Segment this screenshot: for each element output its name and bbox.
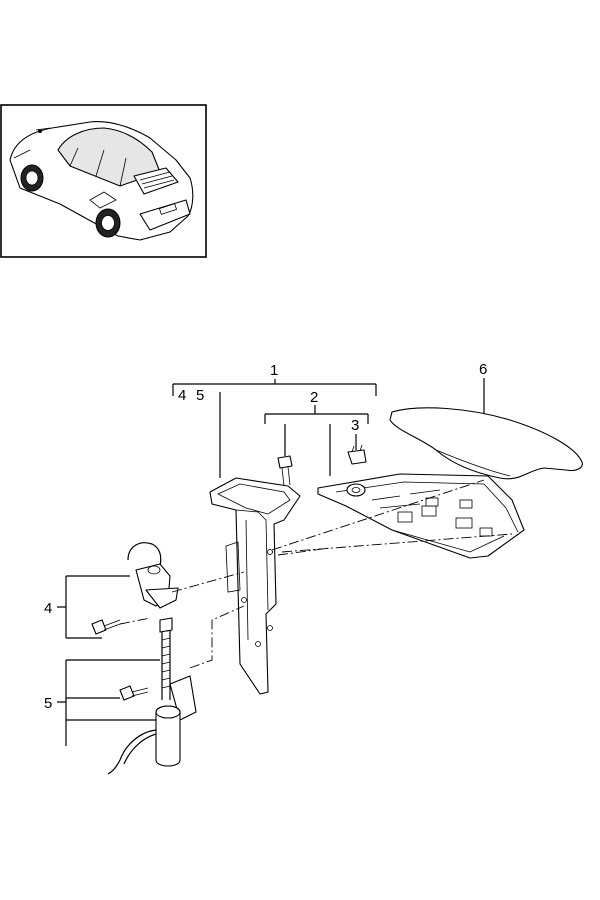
- drive-unit-part-4: [91, 542, 179, 635]
- callout-2-group: 2: [264, 389, 369, 476]
- callout-6: 6: [479, 361, 487, 378]
- spindle-motor-part-5: [107, 617, 197, 775]
- convertible-car-icon: [9, 121, 194, 241]
- mounting-bracket: [209, 477, 301, 695]
- vehicle-thumbnail: [0, 104, 207, 258]
- callout-4: 4: [44, 600, 52, 617]
- cover-panel: [389, 407, 583, 480]
- callout-5-group: 5: [44, 659, 160, 746]
- callout-6-group: 6: [479, 361, 487, 418]
- clip-part-3: [347, 444, 367, 465]
- callout-2: 2: [310, 389, 318, 406]
- callout-5: 5: [44, 695, 52, 712]
- callout-1-sub-4: 4: [178, 387, 186, 404]
- callout-1: 1: [270, 362, 278, 379]
- bolt-part-2: [277, 455, 293, 487]
- callout-1-sub-5: 5: [196, 387, 204, 404]
- callout-3-group: 3: [351, 417, 359, 450]
- callout-1-group: 1 4 5: [172, 362, 377, 478]
- callout-4-group: 4: [44, 575, 130, 639]
- callout-3: 3: [351, 417, 359, 434]
- assembly-lines: [119, 479, 513, 669]
- storage-tray: [317, 473, 525, 559]
